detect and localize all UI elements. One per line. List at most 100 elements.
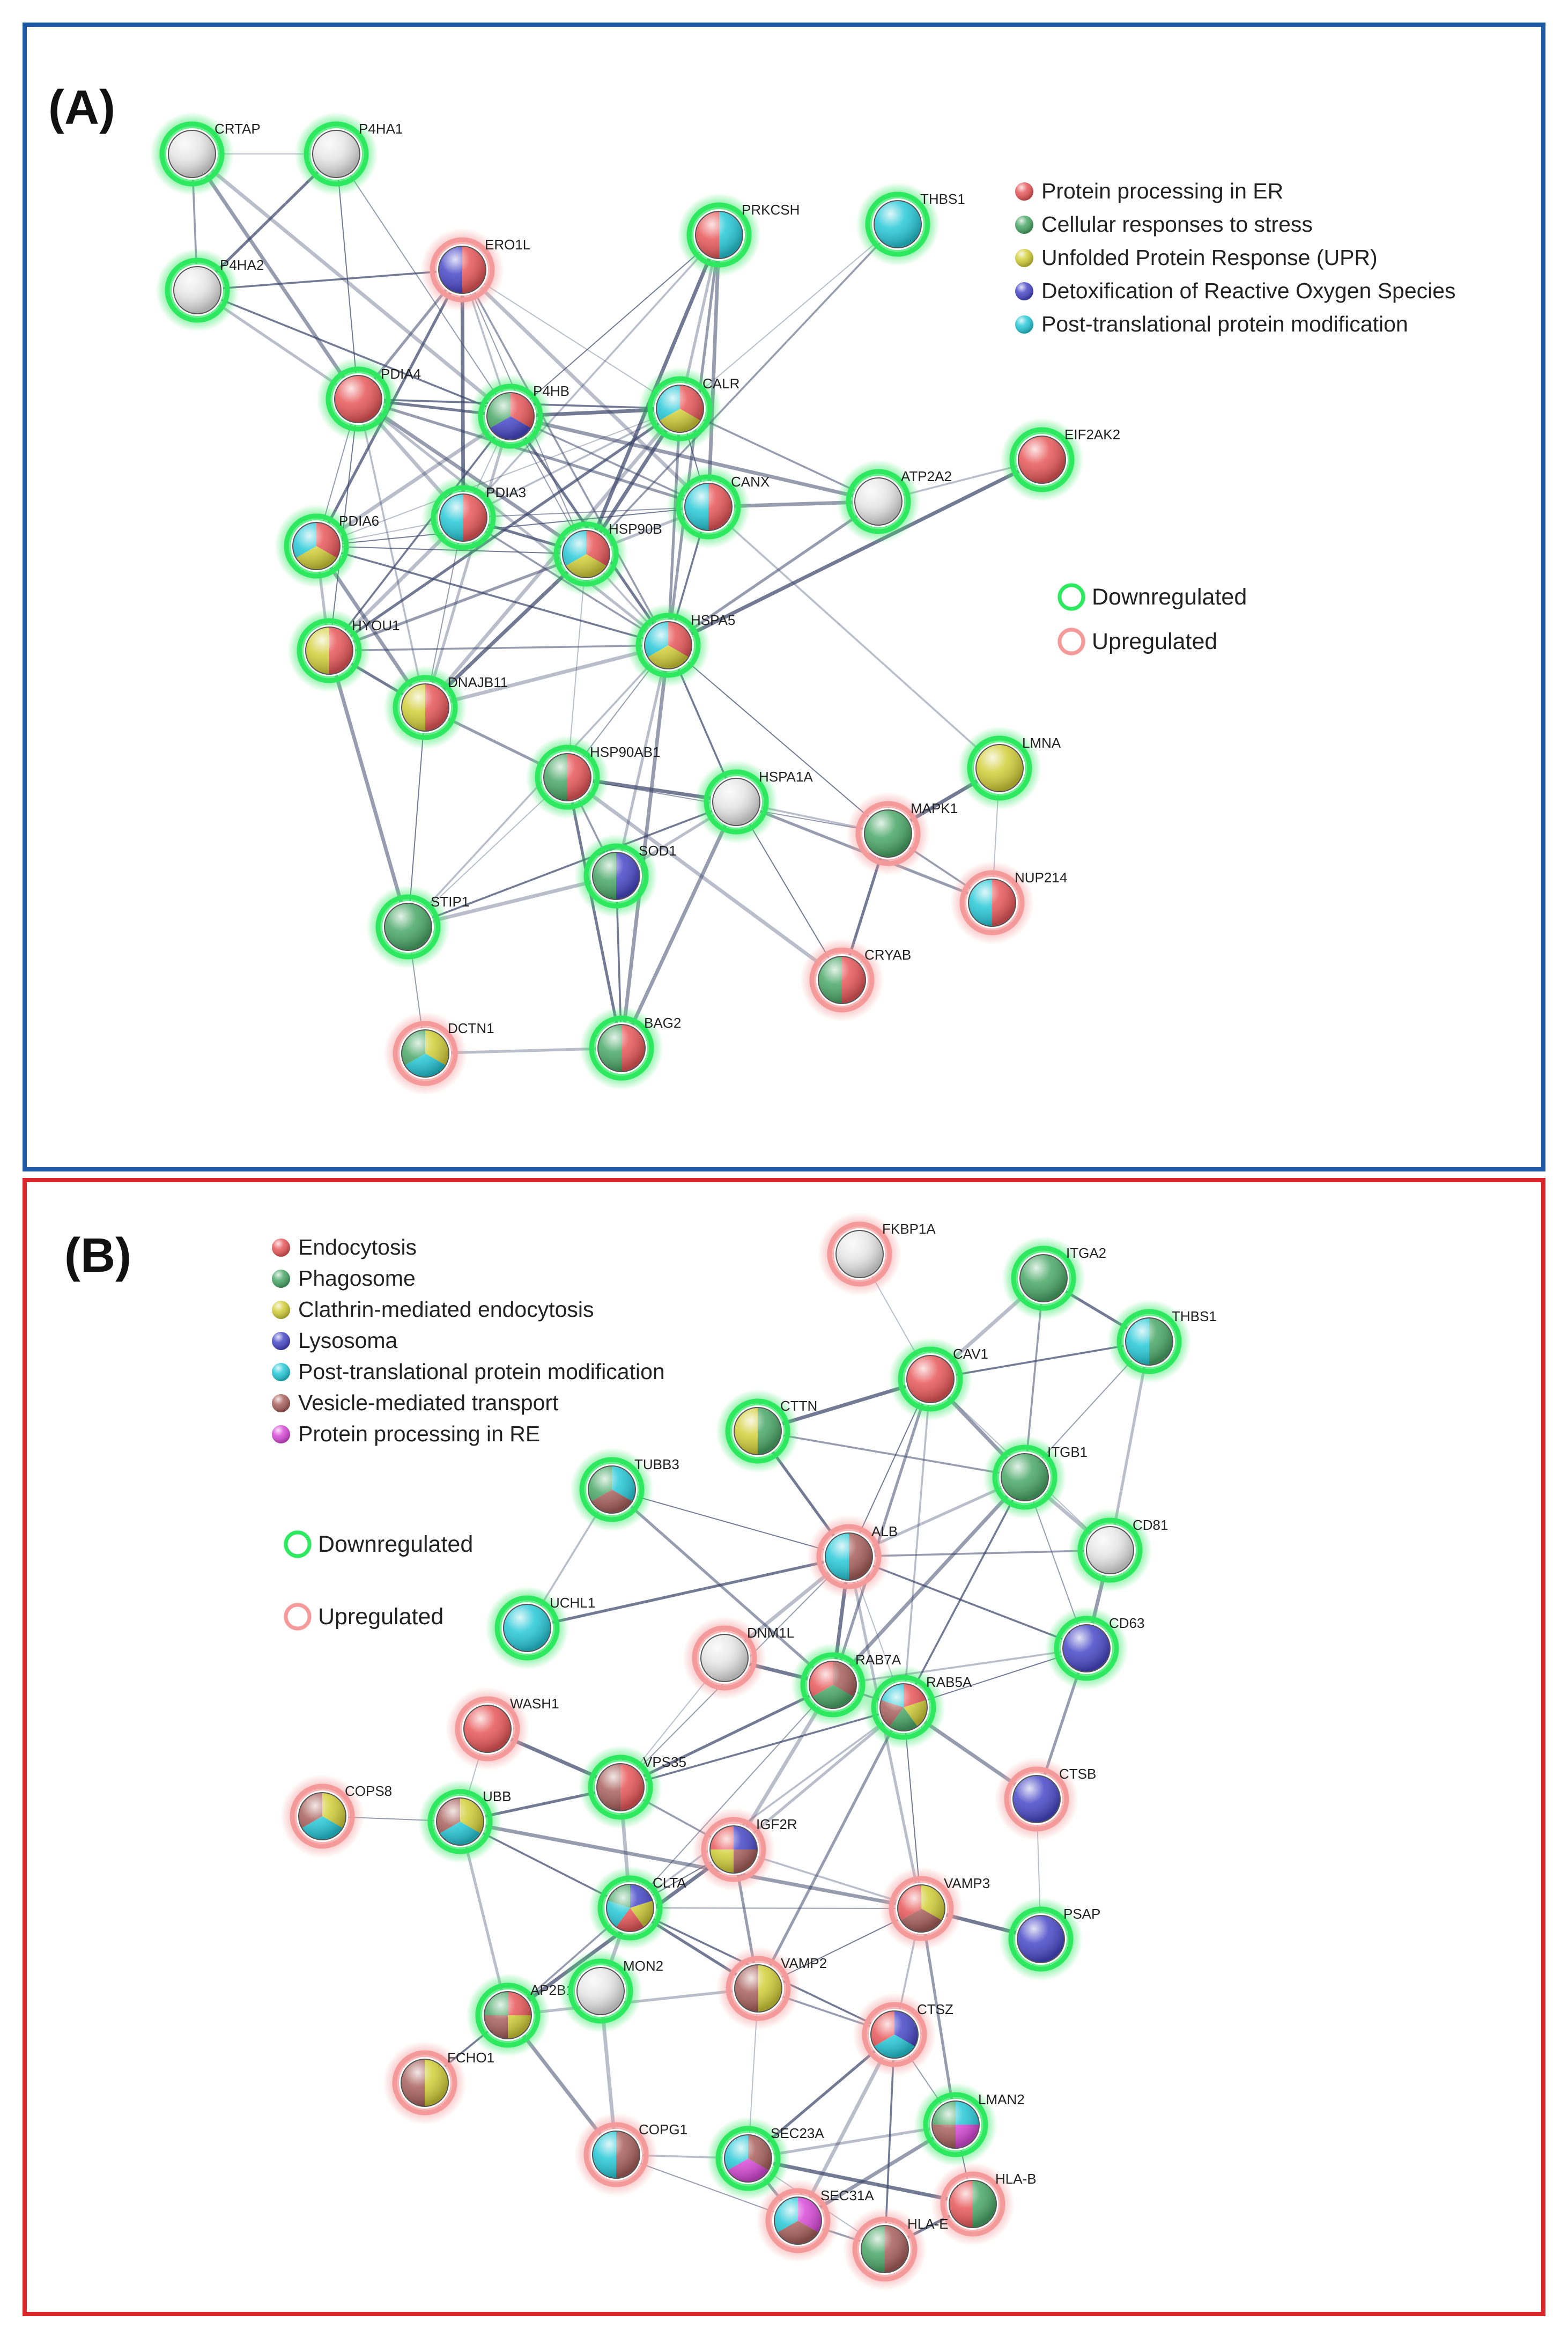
- a-node-label: CRTAP: [215, 121, 261, 137]
- a-node-CRYAB[interactable]: CRYAB: [800, 938, 911, 1022]
- a-node-label: CRYAB: [864, 947, 911, 963]
- a-node-LMNA[interactable]: LMNA: [958, 726, 1061, 810]
- a-node-NUP214[interactable]: NUP214: [950, 861, 1067, 945]
- b-node-COPG1[interactable]: COPG1: [574, 2113, 687, 2197]
- a-node-DNAJB11[interactable]: DNAJB11: [383, 666, 508, 749]
- svg-text:Downregulated: Downregulated: [318, 1531, 473, 1557]
- a-node-PDIA3[interactable]: PDIA3: [421, 476, 526, 559]
- svg-text:Post-translational protein mod: Post-translational protein modification: [298, 1359, 665, 1384]
- b-node-COPS8[interactable]: COPS8: [280, 1774, 392, 1858]
- b-node-THBS1[interactable]: THBS1: [1107, 1300, 1217, 1383]
- a-node-CANX[interactable]: CANX: [667, 465, 770, 549]
- b-node-RAB5A[interactable]: RAB5A: [862, 1665, 972, 1749]
- b-node-HLA-B[interactable]: HLA-B: [931, 2162, 1037, 2246]
- b-node-DNM1L[interactable]: DNM1L: [683, 1616, 794, 1700]
- b-node-label: RAB5A: [926, 1674, 972, 1690]
- a-node-PRKCSH[interactable]: PRKCSH: [677, 193, 800, 277]
- b-node-CD63[interactable]: CD63: [1045, 1606, 1144, 1690]
- a-node-PDIA6[interactable]: PDIA6: [275, 504, 379, 588]
- b-node-VAMP3[interactable]: VAMP3: [879, 1867, 990, 1950]
- b-node-CTSB[interactable]: CTSB: [995, 1757, 1096, 1841]
- b-node-UBB[interactable]: UBB: [418, 1780, 511, 1863]
- b-node-ALB[interactable]: ALB: [807, 1515, 898, 1598]
- a-node-ATP2A2[interactable]: ATP2A2: [837, 460, 952, 543]
- a-node-label: HSPA1A: [759, 769, 813, 785]
- b-node-IGF2R[interactable]: IGF2R: [692, 1808, 797, 1891]
- b-node-VAMP2[interactable]: VAMP2: [716, 1947, 827, 2030]
- a-node-ERO1L[interactable]: ERO1L: [420, 228, 530, 312]
- a-node-label: P4HA1: [359, 121, 403, 137]
- a-edge-THBS1-HSP90B: [585, 223, 899, 555]
- b-node-AP2B1[interactable]: AP2B1: [466, 1973, 574, 2057]
- b-legend-item-5: Vesicle-mediated transport: [272, 1390, 559, 1415]
- b-node-CD81[interactable]: CD81: [1068, 1508, 1168, 1592]
- b-node-TUBB3[interactable]: TUBB3: [570, 1448, 679, 1531]
- a-edge-HSP90B-HYOU1: [329, 552, 587, 652]
- a-node-HSP90B[interactable]: HSP90B: [544, 512, 662, 596]
- a-node-label: PDIA3: [486, 484, 526, 500]
- b-node-FKBP1A[interactable]: FKBP1A: [818, 1212, 936, 1296]
- b-node-label: ITGB1: [1047, 1444, 1088, 1460]
- b-node-LMAN2[interactable]: LMAN2: [914, 2083, 1025, 2166]
- a-node-PDIA4[interactable]: PDIA4: [316, 357, 421, 441]
- b-node-CTTN[interactable]: CTTN: [716, 1389, 817, 1473]
- b-node-label: IGF2R: [756, 1816, 797, 1832]
- a-node-HSPA5[interactable]: HSPA5: [626, 603, 735, 687]
- a-node-CRTAP[interactable]: CRTAP: [150, 112, 261, 196]
- a-regulation-up: Upregulated: [1056, 627, 1217, 657]
- a-edge-HSP90AB1-BAG2: [566, 777, 623, 1049]
- b-node-UCHL1[interactable]: UCHL1: [485, 1586, 595, 1670]
- a-node-SOD1[interactable]: SOD1: [574, 834, 677, 918]
- b-edge-UBB-VAMP3: [460, 1819, 922, 1911]
- a-node-HYOU1[interactable]: HYOU1: [287, 609, 400, 692]
- b-node-SEC23A[interactable]: SEC23A: [706, 2117, 824, 2200]
- a-edge-HSPA5-MAPK1: [668, 645, 889, 834]
- a-node-CALR[interactable]: CALR: [638, 367, 739, 451]
- b-node-CTSZ[interactable]: CTSZ: [853, 1993, 953, 2076]
- b-node-ITGA2[interactable]: ITGA2: [1002, 1236, 1106, 1320]
- b-node-WASH1[interactable]: WASH1: [446, 1687, 559, 1771]
- a-node-HSP90AB1[interactable]: HSP90AB1: [526, 735, 661, 819]
- b-node-CAV1[interactable]: CAV1: [889, 1337, 988, 1421]
- a-edge-CANX-PDIA6: [316, 506, 709, 547]
- a-node-label: ATP2A2: [901, 468, 952, 484]
- b-node-label: PSAP: [1063, 1906, 1100, 1922]
- a-node-P4HA1[interactable]: P4HA1: [294, 112, 403, 196]
- a-node-MAPK1[interactable]: MAPK1: [846, 792, 958, 875]
- b-node-CLTA[interactable]: CLTA: [588, 1866, 686, 1950]
- a-node-label: HSPA5: [691, 612, 735, 628]
- b-legend-item-3: Lysosoma: [272, 1328, 398, 1353]
- a-node-P4HB[interactable]: P4HB: [469, 374, 569, 458]
- b-node-label: WASH1: [510, 1696, 559, 1712]
- b-node-VPS35[interactable]: VPS35: [579, 1745, 686, 1829]
- b-node-label: CD81: [1133, 1517, 1168, 1533]
- a-edge-PDIA4-DNAJB11: [357, 399, 426, 708]
- b-node-ITGB1[interactable]: ITGB1: [983, 1435, 1088, 1519]
- b-node-MON2[interactable]: MON2: [559, 1949, 663, 2033]
- b-node-PSAP[interactable]: PSAP: [999, 1897, 1100, 1981]
- a-node-label: ERO1L: [485, 237, 530, 253]
- a-node-label: DNAJB11: [448, 674, 508, 690]
- b-node-SEC31A[interactable]: SEC31A: [756, 2179, 874, 2262]
- b-node-label: DNM1L: [747, 1625, 794, 1641]
- a-node-EIF2AK2[interactable]: EIF2AK2: [1000, 418, 1120, 502]
- a-node-BAG2[interactable]: BAG2: [580, 1006, 681, 1090]
- a-edge-PDIA4-HSP90B: [357, 397, 587, 556]
- b-node-FCHO1[interactable]: FCHO1: [383, 2041, 494, 2125]
- a-node-label: PRKCSH: [742, 202, 800, 218]
- a-node-label: PDIA6: [339, 513, 379, 529]
- b-regulation-down: Downregulated: [283, 1529, 473, 1559]
- a-node-P4HA2[interactable]: P4HA2: [156, 248, 264, 332]
- a-edge-HSP90AB1-CRYAB: [566, 776, 844, 982]
- a-node-THBS1[interactable]: THBS1: [856, 182, 965, 266]
- a-node-DCTN1[interactable]: DCTN1: [383, 1012, 494, 1095]
- a-node-STIP1[interactable]: STIP1: [366, 885, 469, 969]
- a-node-HSPA1A[interactable]: HSPA1A: [694, 760, 813, 844]
- a-node-label: DCTN1: [448, 1020, 494, 1036]
- b-node-RAB7A[interactable]: RAB7A: [791, 1643, 901, 1727]
- a-edge-CANX-LMNA: [707, 506, 1001, 769]
- b-node-HLA-E[interactable]: HLA-E: [843, 2207, 949, 2291]
- svg-text:Clathrin-mediated endocytosis: Clathrin-mediated endocytosis: [298, 1297, 594, 1322]
- a-edge-PRKCSH-P4HB: [510, 234, 720, 417]
- b-legend-item-0: Endocytosis: [272, 1235, 417, 1259]
